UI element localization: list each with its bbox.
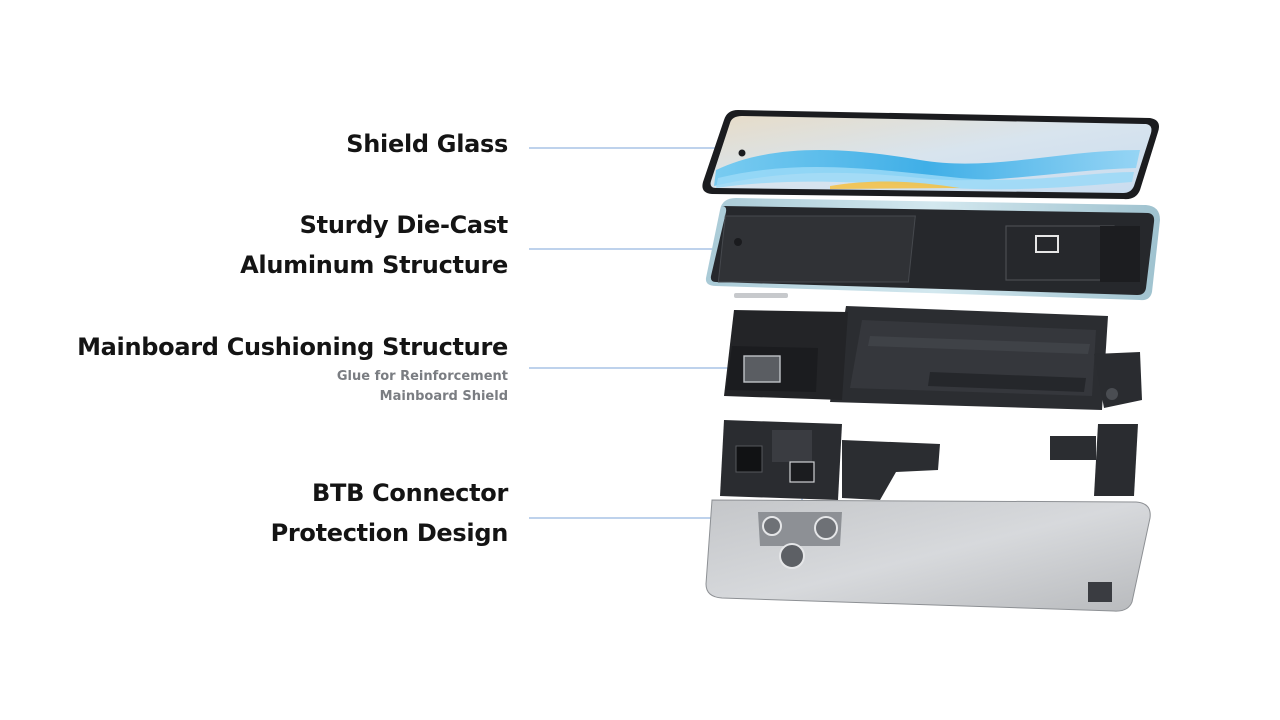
label-mainboard-sub2: Mainboard Shield: [379, 389, 508, 404]
label-mainboard-cushioning: Mainboard Cushioning Structure Glue for …: [77, 327, 508, 407]
shield-glass-layer: [702, 110, 1159, 200]
back-cover-layer: [705, 420, 1151, 612]
label-frame-line1: Sturdy Die-Cast: [299, 211, 509, 239]
label-mainboard-sub1: Glue for Reinforcement: [336, 369, 508, 384]
label-btb-connector: BTB Connector Protection Design: [270, 473, 509, 553]
label-btb-line2: Protection Design: [270, 519, 509, 547]
label-mainboard-text: Mainboard Cushioning Structure: [77, 333, 508, 361]
label-btb-line1: BTB Connector: [312, 479, 508, 507]
aluminum-frame-layer: [705, 198, 1160, 301]
label-shield-glass-text: Shield Glass: [346, 130, 508, 158]
label-frame-line2: Aluminum Structure: [240, 251, 508, 279]
label-aluminum-structure: Sturdy Die-Cast Aluminum Structure: [240, 205, 508, 285]
label-shield-glass: Shield Glass: [346, 124, 508, 164]
mainboard-layer: [724, 306, 1142, 410]
